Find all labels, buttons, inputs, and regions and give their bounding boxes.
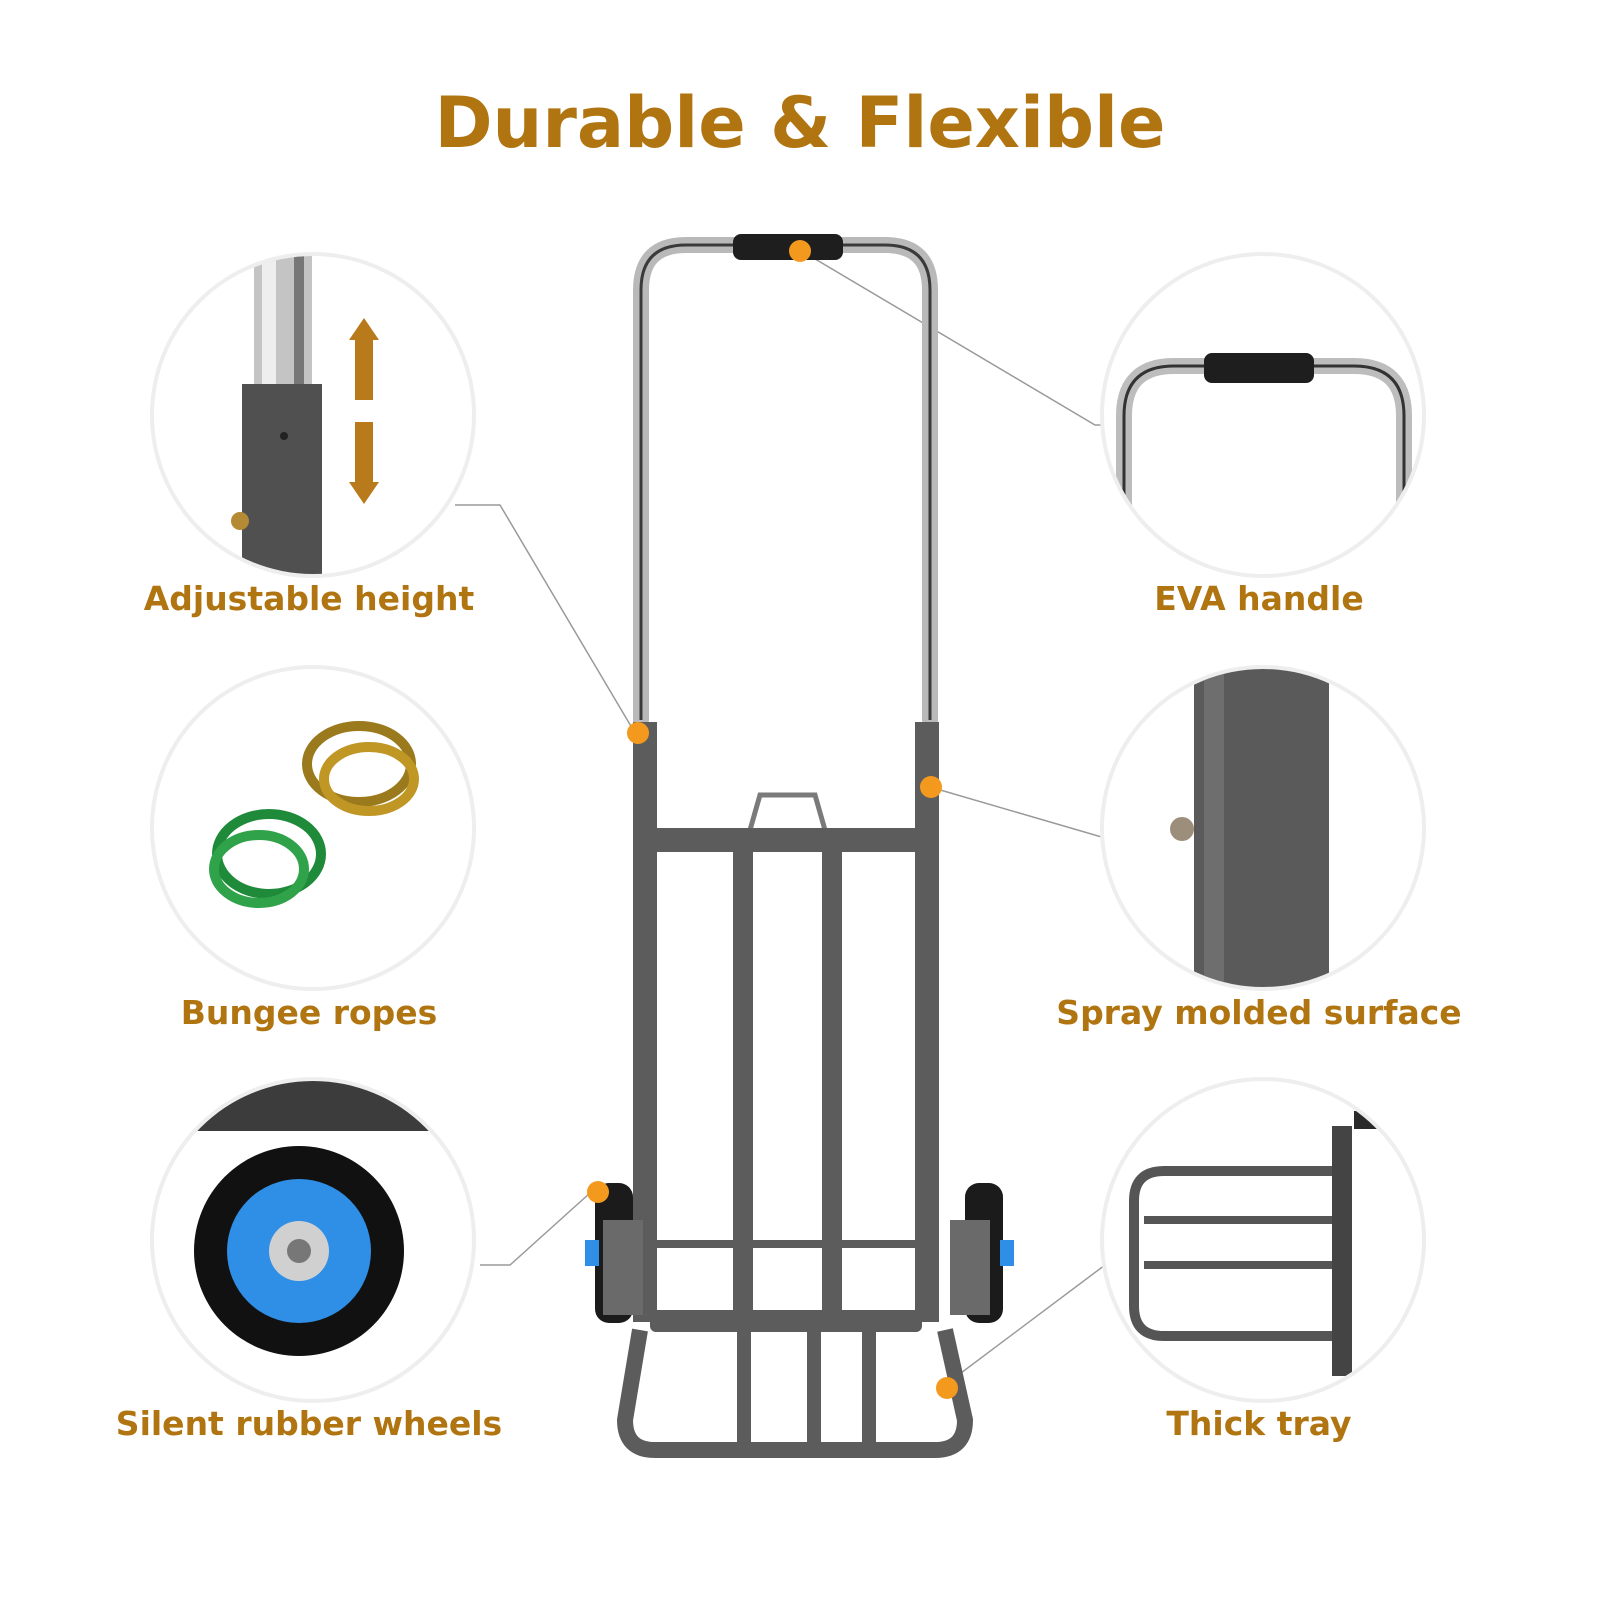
page-title: Durable & Flexible	[434, 82, 1166, 164]
eva-handle-image	[1116, 353, 1412, 516]
thick-tray-image	[1129, 1111, 1422, 1376]
rubber-wheel-image	[194, 1081, 434, 1356]
callout-dot-handle	[789, 240, 811, 262]
detail-thick-tray	[1100, 1077, 1426, 1403]
detail-silent-rubber-wheels	[150, 1077, 476, 1403]
up-down-arrow-icon	[349, 318, 379, 504]
label-eva-handle: EVA handle	[1154, 579, 1364, 618]
label-thick-tray: Thick tray	[1166, 1404, 1352, 1443]
callout-dot-tray	[936, 1377, 958, 1399]
label-adjustable-height: Adjustable height	[143, 579, 475, 618]
detail-bungee-ropes	[150, 665, 476, 991]
bungee-ropes-image	[209, 721, 419, 908]
detail-adjustable-height	[150, 252, 476, 578]
detail-eva-handle	[1100, 252, 1426, 578]
telescopic-pole-image	[231, 256, 379, 574]
label-spray-molded-surface: Spray molded surface	[1056, 993, 1462, 1032]
callout-dot-height	[627, 722, 649, 744]
callout-dot-surface	[920, 776, 942, 798]
label-bungee-ropes: Bungee ropes	[180, 993, 438, 1032]
spray-surface-image	[1170, 669, 1329, 987]
detail-spray-molded-surface	[1100, 665, 1426, 991]
callout-dot-wheels	[587, 1181, 609, 1203]
label-silent-rubber-wheels: Silent rubber wheels	[115, 1404, 503, 1443]
